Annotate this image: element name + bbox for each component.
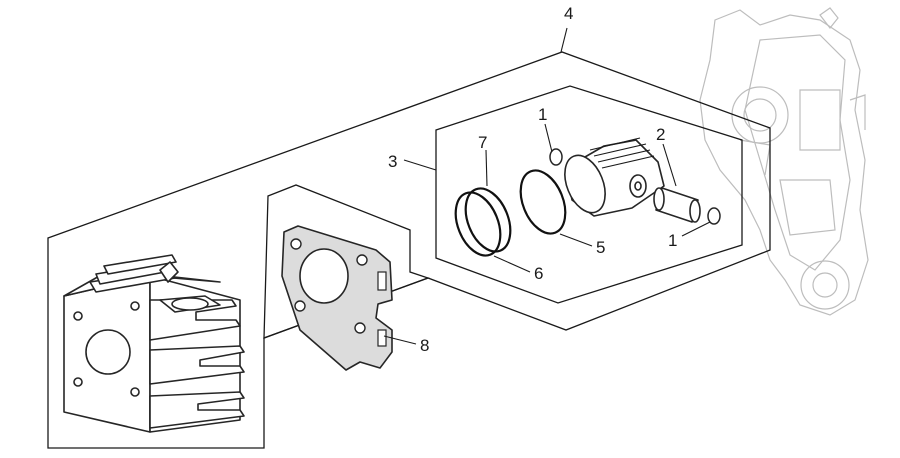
engine-case-background: [699, 7, 869, 316]
callout-7: 7: [478, 133, 487, 152]
assembly-frame-4: [47, 51, 771, 449]
circlip-bottom: [707, 207, 721, 225]
circlip-top: [549, 148, 563, 166]
callout-labels: 4 3 1 7 2 5 6 1 8: [388, 4, 677, 355]
piston-part: [564, 137, 665, 217]
piston-rings-pair: [454, 187, 512, 257]
cylinder-base-gasket: [281, 225, 393, 371]
callout-1-bottom: 1: [668, 231, 677, 250]
callout-1-top: 1: [538, 105, 547, 124]
leader-lines: [383, 27, 711, 345]
callout-5: 5: [596, 238, 605, 257]
piston-pin: [653, 187, 701, 223]
oil-scraper-ring: [519, 169, 567, 235]
gasket-frame: [263, 184, 430, 339]
cylinder-part: [63, 254, 245, 433]
callout-8: 8: [420, 336, 429, 355]
callout-4: 4: [564, 4, 573, 23]
callout-3: 3: [388, 152, 397, 171]
callout-6: 6: [534, 264, 543, 283]
piston-kit-frame-3: [435, 85, 743, 304]
callout-2: 2: [656, 125, 665, 144]
